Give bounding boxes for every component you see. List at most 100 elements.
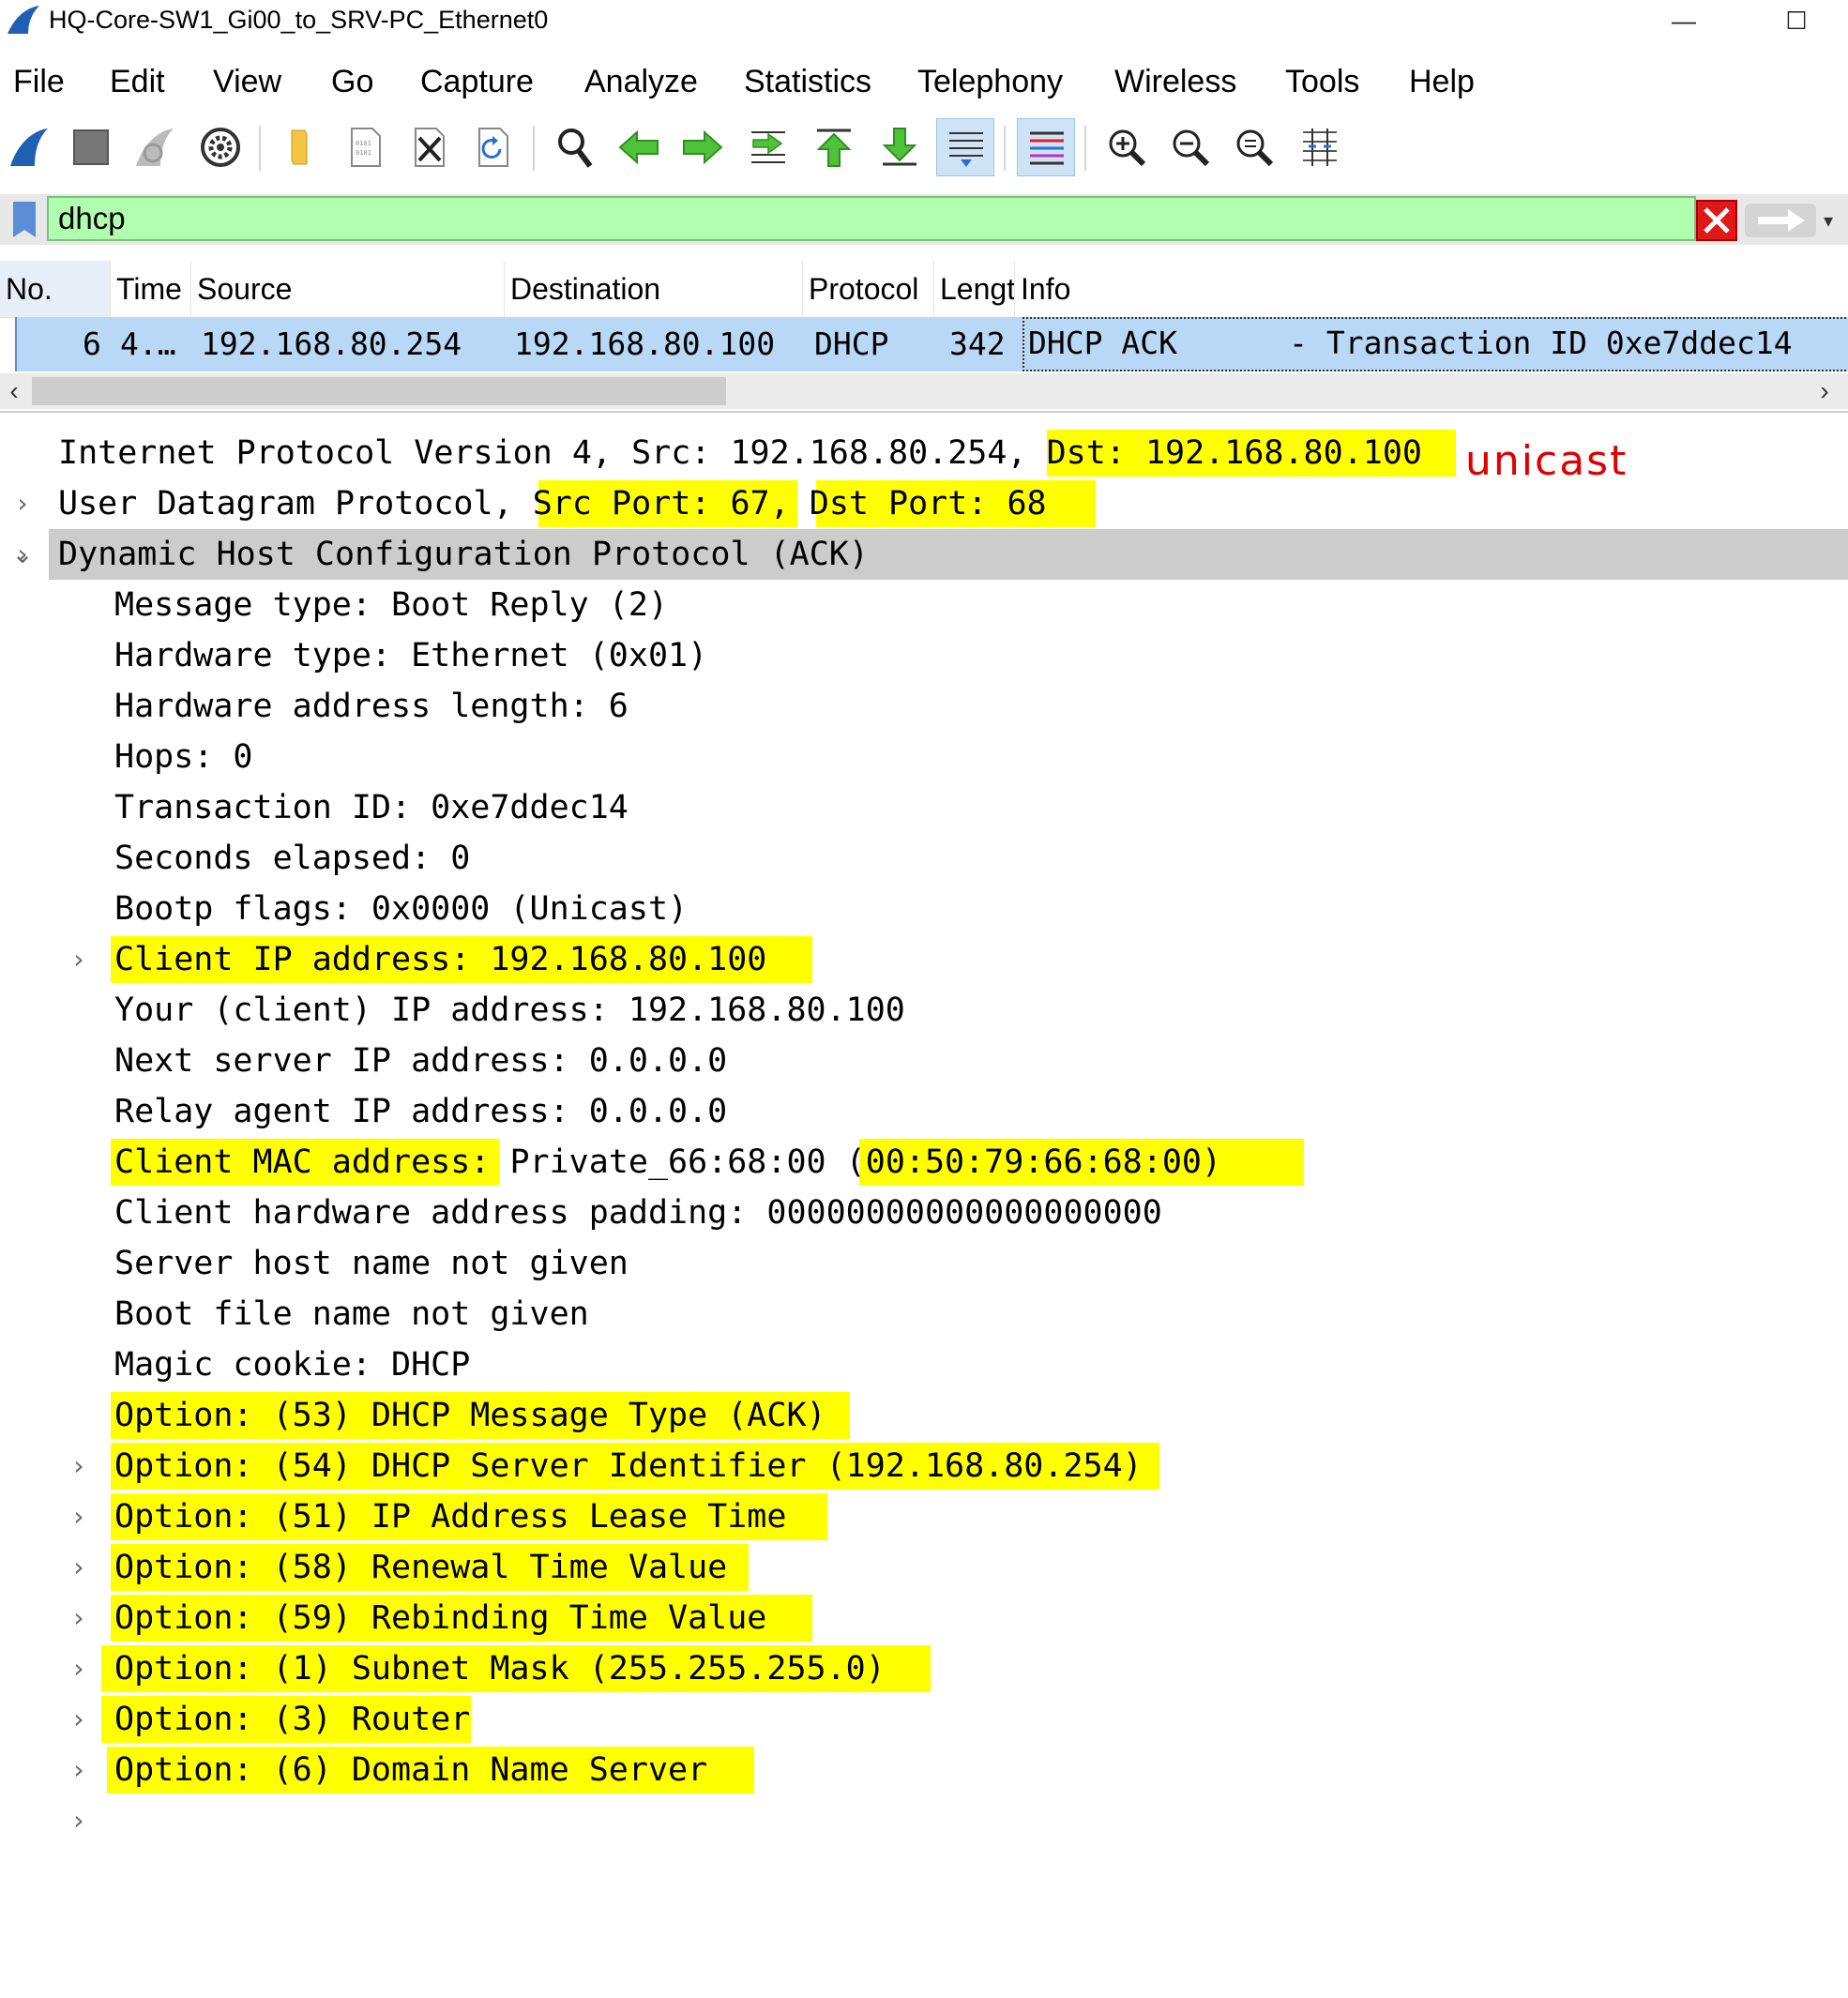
option-row[interactable]: › Option: (53) DHCP Message Type (ACK) — [0, 1390, 1848, 1481]
column-no[interactable]: No. — [0, 261, 111, 317]
field-row[interactable]: › Bootp flags: 0x0000 (Unicast) — [0, 884, 1848, 975]
chevron-down-icon[interactable]: ⌄ — [11, 538, 34, 569]
open-file-icon[interactable] — [272, 118, 330, 176]
chevron-right-icon[interactable]: › — [17, 488, 28, 519]
minimize-button[interactable]: — — [1672, 7, 1696, 35]
field-row[interactable]: Seconds elapsed: 0 — [114, 840, 471, 877]
field-row[interactable]: Your (client) IP address: 192.168.80.100 — [114, 991, 905, 1029]
highlight — [101, 1696, 471, 1743]
wireshark-logo-icon — [8, 6, 39, 34]
scroll-left-icon[interactable]: ‹ — [9, 376, 19, 405]
option-row[interactable]: › Option: (6) Domain Name Server — [0, 1745, 1848, 1836]
option-row[interactable]: › Option: (51) IP Address Lease Time — [0, 1491, 1848, 1582]
column-protocol[interactable]: Protocol — [803, 261, 934, 317]
highlight — [538, 480, 797, 527]
field-row[interactable]: Server host name not given — [114, 1245, 629, 1282]
packet-row[interactable]: 6 4.… 192.168.80.254 192.168.80.100 DHCP… — [15, 317, 1848, 371]
close-file-icon[interactable] — [400, 118, 458, 176]
scrollbar-thumb[interactable] — [32, 377, 726, 405]
chevron-right-icon[interactable]: › — [73, 1450, 84, 1481]
chevron-right-icon[interactable]: › — [73, 1754, 84, 1785]
option-row[interactable]: › Option: (1) Subnet Mask (255.255.255.0… — [0, 1643, 1848, 1734]
go-back-icon[interactable] — [610, 118, 668, 176]
go-last-icon[interactable] — [871, 118, 929, 176]
field-row[interactable]: Hardware type: Ethernet (0x01) — [114, 637, 708, 674]
bookmark-icon[interactable] — [8, 200, 41, 239]
chevron-right-icon[interactable]: › — [73, 1551, 84, 1582]
field-row[interactable]: Message type: Boot Reply (2) — [114, 586, 669, 624]
apply-filter-button[interactable] — [1745, 204, 1816, 237]
chevron-right-icon[interactable]: › — [73, 1805, 84, 1836]
reload-file-icon[interactable] — [463, 118, 522, 176]
arrow-right-icon — [1758, 209, 1805, 232]
menu-go[interactable]: Go — [331, 64, 374, 99]
column-source[interactable]: Source — [191, 261, 505, 317]
chevron-right-icon[interactable]: › — [73, 1653, 84, 1684]
maximize-button[interactable]: ☐ — [1785, 7, 1808, 35]
packet-list-scrollbar[interactable]: ‹ › — [0, 373, 1848, 409]
field-row[interactable]: Hardware address length: 6 — [114, 688, 629, 725]
colorize-icon[interactable] — [1017, 118, 1075, 176]
tree-udp[interactable]: › User Datagram Protocol, Src Port: 67, … — [0, 478, 1848, 569]
option-row[interactable]: › Option: (58) Renewal Time Value — [0, 1542, 1848, 1633]
scroll-right-icon[interactable]: › — [1820, 376, 1829, 405]
highlight — [816, 480, 1096, 527]
zoom-in-icon[interactable] — [1098, 118, 1156, 176]
option-row[interactable]: › Option: (3) Router — [0, 1694, 1848, 1785]
restart-capture-icon[interactable] — [126, 118, 184, 176]
chevron-right-icon[interactable]: › — [17, 538, 28, 569]
pane-splitter[interactable] — [0, 411, 1848, 413]
column-info[interactable]: Info — [1021, 272, 1071, 306]
highlight — [111, 1443, 1159, 1490]
menu-edit[interactable]: Edit — [110, 64, 165, 99]
field-row[interactable]: Client IP address: 192.168.80.100 — [0, 934, 1848, 985]
column-destination[interactable]: Destination — [505, 261, 803, 317]
menu-wireless[interactable]: Wireless — [1114, 64, 1237, 99]
field-row[interactable]: Client hardware address padding: 0000000… — [114, 1194, 1162, 1232]
option-row[interactable]: › Option: (54) DHCP Server Identifier (1… — [0, 1441, 1848, 1532]
normal-size-icon[interactable] — [1225, 118, 1283, 176]
clear-filter-button[interactable] — [1696, 200, 1737, 241]
field-row[interactable]: Hops: 0 — [114, 738, 253, 776]
resize-columns-icon[interactable] — [1291, 118, 1349, 176]
chevron-right-icon[interactable]: › — [73, 944, 84, 975]
tree-dhcp[interactable]: Dynamic Host Configuration Protocol (ACK… — [49, 529, 1848, 580]
chevron-right-icon[interactable]: › — [73, 1703, 84, 1734]
find-packet-icon[interactable] — [546, 118, 604, 176]
menu-file[interactable]: File — [13, 64, 65, 99]
field-row[interactable]: Boot file name not given — [114, 1295, 589, 1333]
cell-info: DHCP ACK - Transaction ID 0xe7ddec14 — [1022, 317, 1848, 371]
display-filter-input[interactable]: dhcp — [47, 196, 1696, 241]
column-time[interactable]: Time — [111, 261, 191, 317]
column-length[interactable]: Length — [934, 261, 1015, 317]
menu-tools[interactable]: Tools — [1285, 64, 1360, 99]
field-row[interactable]: Client MAC address: Private_66:68:00 (00… — [0, 1137, 1848, 1188]
option-row[interactable]: › Option: (59) Rebinding Time Value — [0, 1593, 1848, 1684]
menu-analyze[interactable]: Analyze — [584, 64, 698, 99]
field-row[interactable]: Next server IP address: 0.0.0.0 — [114, 1042, 728, 1080]
autoscroll-icon[interactable] — [936, 118, 994, 176]
menu-statistics[interactable]: Statistics — [744, 64, 872, 99]
field-row[interactable]: Magic cookie: DHCP — [114, 1346, 471, 1384]
tree-ip[interactable]: › Internet Protocol Version 4, Src: 192.… — [0, 428, 1848, 519]
dhcp-summary: Dynamic Host Configuration Protocol (ACK… — [58, 536, 869, 573]
go-to-packet-icon[interactable] — [739, 118, 797, 176]
chevron-right-icon[interactable]: › — [73, 1602, 84, 1633]
stop-capture-icon[interactable] — [62, 118, 120, 176]
menu-capture[interactable]: Capture — [420, 64, 534, 99]
field-row[interactable]: Transaction ID: 0xe7ddec14 — [114, 789, 629, 826]
capture-options-icon[interactable] — [191, 118, 250, 176]
start-capture-icon[interactable] — [0, 118, 58, 176]
filter-dropdown-icon[interactable]: ▾ — [1824, 211, 1834, 232]
go-first-icon[interactable] — [805, 118, 863, 176]
menu-view[interactable]: View — [213, 64, 282, 99]
chevron-right-icon[interactable]: › — [73, 1501, 84, 1532]
menu-help[interactable]: Help — [1409, 64, 1475, 99]
window-title: HQ-Core-SW1_Gi00_to_SRV-PC_Ethernet0 — [49, 6, 549, 34]
field-row[interactable]: Relay agent IP address: 0.0.0.0 — [114, 1093, 728, 1130]
menu-telephony[interactable]: Telephony — [917, 64, 1064, 99]
zoom-out-icon[interactable] — [1161, 118, 1219, 176]
go-forward-icon[interactable] — [674, 118, 732, 176]
highlight — [111, 1493, 827, 1540]
